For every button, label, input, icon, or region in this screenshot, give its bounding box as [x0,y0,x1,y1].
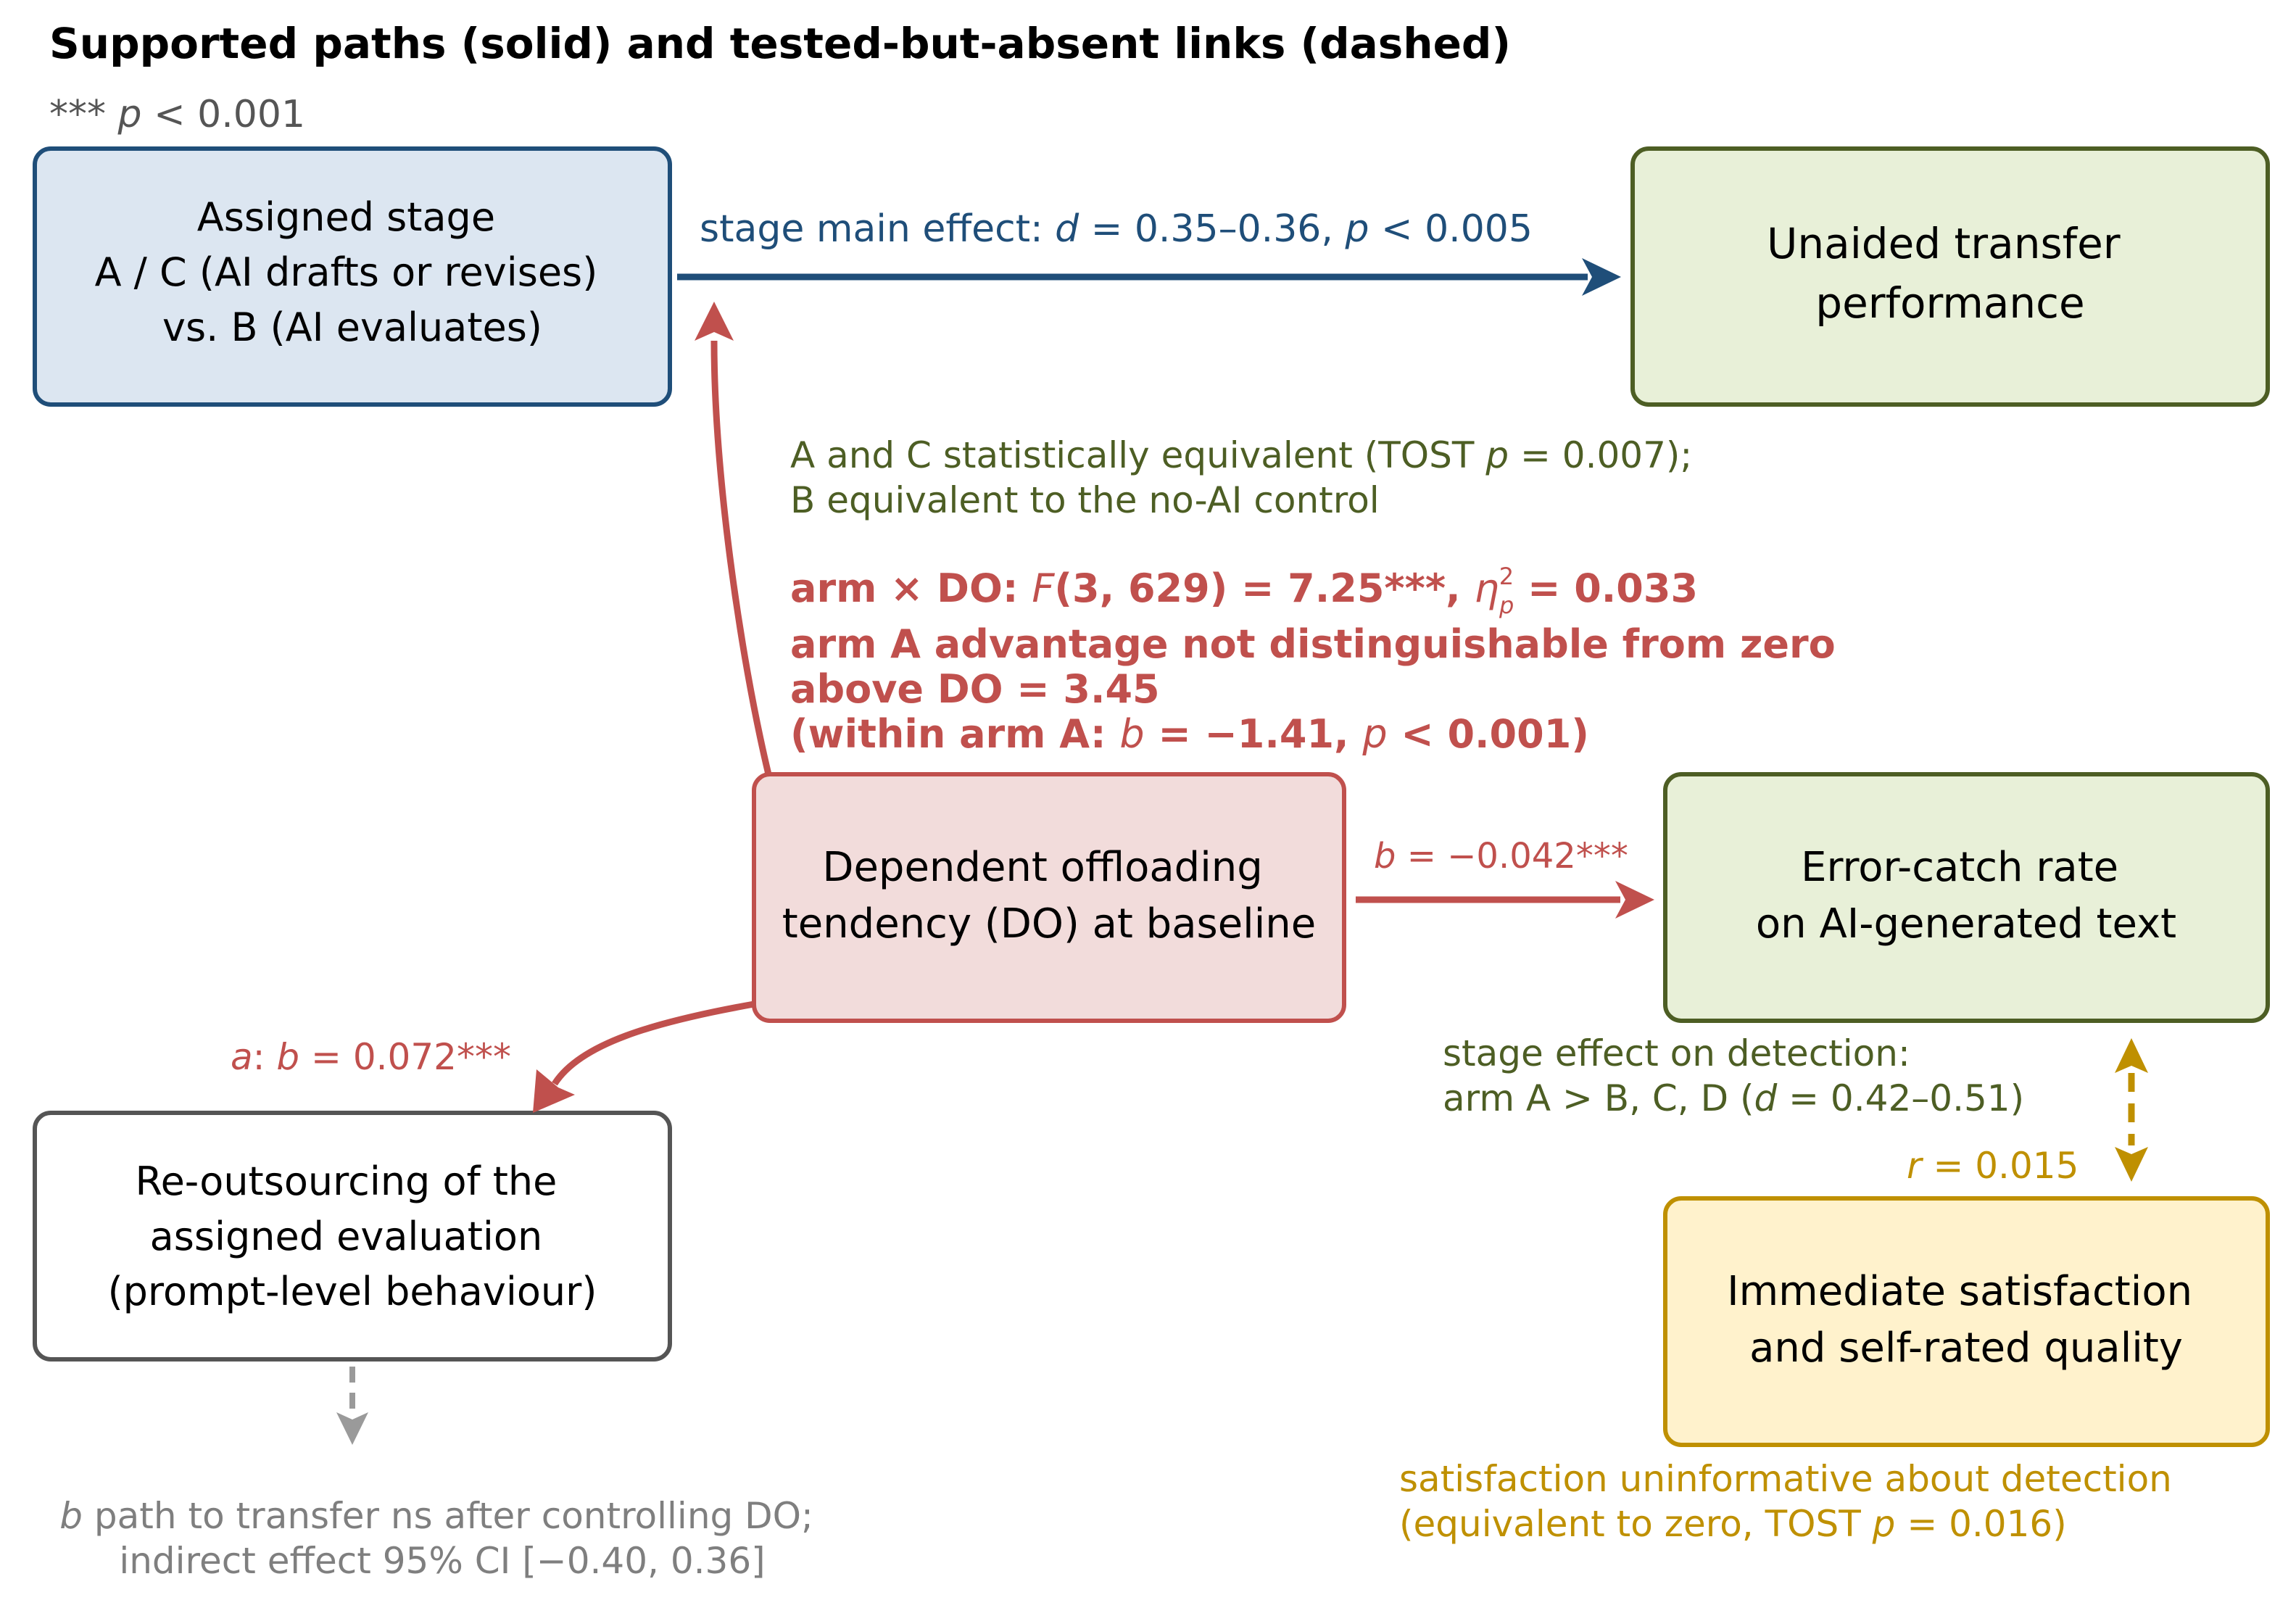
transfer-line-1: Unaided transfer [1767,219,2121,268]
label-transfer-note: b path to transfer ns after controlling … [59,1495,825,1582]
reout-line-1: Re-outsourcing of the [135,1159,557,1204]
svg-text:arm A advantage not distinguis: arm A advantage not distinguishable from… [790,621,1836,667]
error-line-1: Error-catch rate [1801,844,2118,891]
satisfaction-line-2: and self-rated quality [1749,1325,2183,1372]
significance-note: *** p < 0.001 [49,93,305,136]
edge-do-to-stage [695,302,772,776]
diagram-title: Supported paths (solid) and tested-but-a… [49,19,1511,68]
reout-line-2: assigned evaluation [150,1214,543,1259]
edge-error-satisfaction [2115,1038,2148,1182]
label-detection: stage effect on detection: arm A > B, C,… [1443,1032,2024,1119]
label-stage-main-effect: stage main effect: d = 0.35–0.36, p < 0.… [700,207,1533,251]
svg-text:above DO = 3.45: above DO = 3.45 [790,666,1160,712]
label-satisfaction-note: satisfaction uninformative about detecti… [1399,1458,2184,1545]
svg-text:Assigned stage A / C (AI: Assigned stage A / C (AI drafts or revis… [95,194,610,350]
svg-text:Re-outsourcing of the as: Re-outsourcing of the assigned evaluatio… [108,1159,597,1314]
svg-text:arm × DO: F(3, 629) = 7.25***: arm × DO: F(3, 629) = 7.25***, η2p = 0.0… [790,563,1698,619]
svg-text:Error-catch rate on AI-g: Error-catch rate on AI-generated text [1756,844,2176,948]
edge-reout-to-transfer [336,1367,368,1445]
label-do-error: b = −0.042*** [1374,836,1628,876]
node-re-outsourcing: Re-outsourcing of the assigned evaluatio… [33,1111,672,1362]
satisfaction-line-1: Immediate satisfaction [1727,1268,2192,1315]
svg-text:Unaided transfer perform: Unaided transfer performance [1767,219,2134,328]
stage-line-2: A / C (AI drafts or revises) [95,249,598,295]
edge-stage-to-transfer [677,258,1621,296]
error-line-2: on AI-generated text [1756,900,2176,948]
node-assigned-stage: Assigned stage A / C (AI drafts or revis… [33,146,672,407]
label-equivalence: A and C statistically equivalent (TOST p… [790,434,1704,521]
svg-text:Dependent offloading ten: Dependent offloading tendency (DO) at ba… [782,844,1316,948]
label-do-reout: a: b = 0.072*** [231,1036,511,1078]
svg-text:(within arm A: b = −1.41, p <: (within arm A: b = −1.41, p < 0.001) [790,711,1589,757]
stage-line-1: Assigned stage [197,194,495,240]
svg-text:Immediate satisfaction a: Immediate satisfaction and self-rated qu… [1727,1268,2205,1372]
label-error-satisfaction: r = 0.015 [1907,1145,2079,1187]
reout-line-3: (prompt-level behaviour) [108,1269,597,1314]
node-satisfaction: Immediate satisfaction and self-rated qu… [1663,1196,2270,1447]
node-unaided-transfer: Unaided transfer performance [1630,146,2270,407]
edge-do-to-reout [533,1000,755,1113]
node-error-catch-rate: Error-catch rate on AI-generated text [1663,772,2270,1023]
stage-line-3: vs. B (AI evaluates) [162,304,542,350]
do-line-2: tendency (DO) at baseline [782,900,1316,948]
node-dependent-offloading: Dependent offloading tendency (DO) at ba… [752,772,1346,1023]
do-line-1: Dependent offloading [822,844,1262,891]
transfer-line-2: performance [1815,278,2084,328]
edge-do-to-error [1356,881,1654,919]
